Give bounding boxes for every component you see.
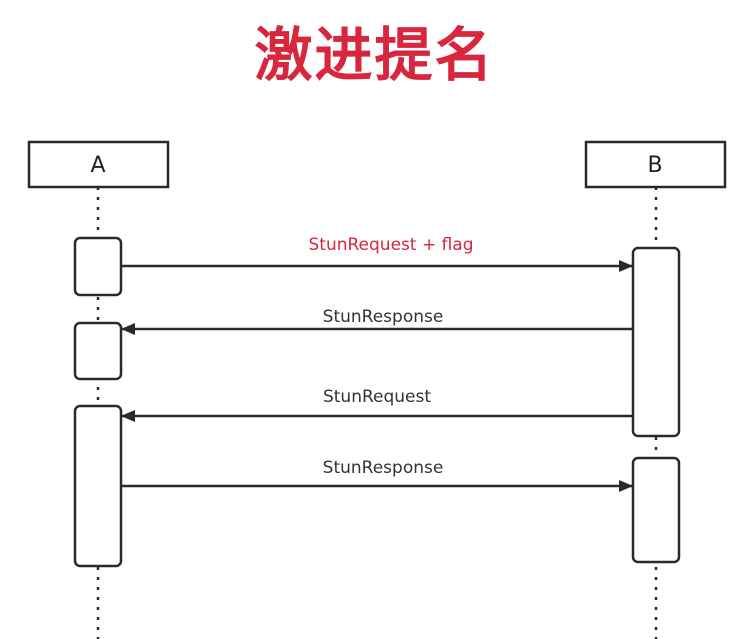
activation-a-3 [73, 404, 123, 568]
page-title: 激进提名 [254, 21, 495, 89]
activation-b-2 [631, 456, 681, 564]
activation-a-2 [73, 321, 123, 381]
actor-a-label: A [90, 153, 105, 178]
actor-b: B [584, 140, 727, 189]
message-label-3: StunRequest [323, 387, 431, 407]
activation-a-1 [73, 236, 123, 297]
actor-b-label: B [647, 153, 662, 178]
activation-b-1 [631, 246, 681, 438]
message-label-4: StunResponse [323, 458, 444, 478]
message-label-2: StunResponse [323, 307, 444, 327]
actor-a: A [27, 140, 170, 189]
message-label-1: StunRequest + flag [308, 235, 473, 255]
